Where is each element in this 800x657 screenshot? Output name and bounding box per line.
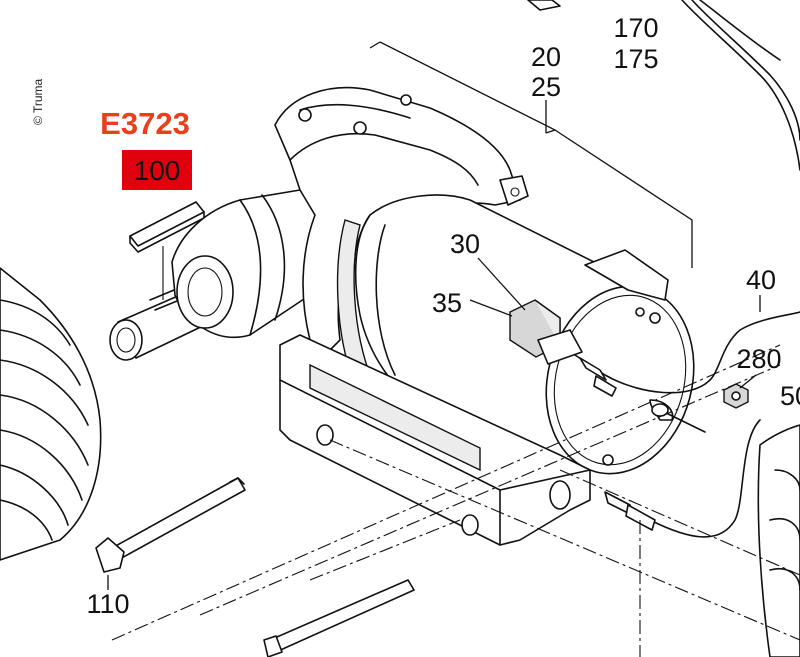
top-right-components (527, 0, 800, 171)
fan-wheel-left (0, 267, 102, 561)
key-part-100 (129, 201, 205, 300)
motor-front-housing (171, 189, 328, 338)
nut-280 (723, 383, 749, 409)
bolt-110 (95, 477, 246, 573)
highlight-callout: E3723 100 (100, 106, 192, 190)
alignment-lines (111, 344, 800, 657)
connector-clip-30-35 (509, 299, 583, 365)
label-25: 25 (531, 72, 561, 102)
label-35: 35 (432, 288, 462, 318)
fan-housing-right (757, 424, 800, 657)
leader-lines (107, 41, 761, 590)
part-tag-100: 100 (134, 155, 181, 186)
article-code: E3723 (100, 106, 190, 141)
base-mount (279, 334, 591, 546)
wire-harness (574, 311, 800, 538)
label-280: 280 (736, 344, 781, 374)
label-175: 175 (613, 44, 658, 74)
part-labels: 170 175 20 25 30 35 40 280 50 110 (86, 13, 800, 619)
label-110: 110 (86, 589, 129, 619)
label-20: 20 (531, 42, 561, 72)
label-50: 50 (780, 381, 800, 411)
label-170: 170 (613, 13, 658, 43)
label-40: 40 (746, 265, 776, 295)
copyright-text: © Truma (31, 78, 45, 125)
bolt-lower (263, 579, 415, 657)
part-tag-box (122, 150, 192, 190)
motor-end-cap (545, 249, 695, 475)
label-30: 30 (450, 229, 480, 259)
